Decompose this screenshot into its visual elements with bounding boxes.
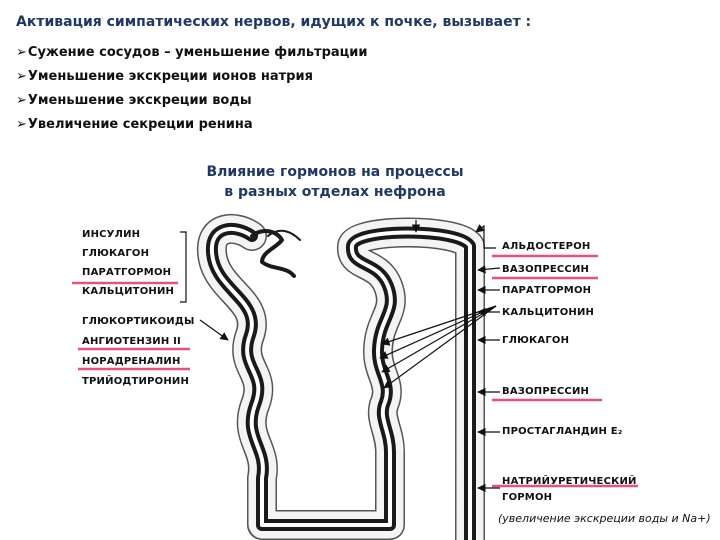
label-triiodtironin: ТРИЙОДТИРОНИН [82,376,190,387]
slide-title: Активация симпатических нервов, идущих к… [16,14,532,30]
label-natriuretic-2: ГОРМОН [502,492,553,503]
tubule-lumen [209,227,472,540]
label-natriuretic-1: НАТРИЙУРЕТИЧЕСКИЙ [502,476,637,487]
bullet-text: Уменьшение экскреции ионов натрия [27,68,313,84]
figure-title-line-2: в разных отделах нефрона [224,184,446,200]
arrow-fan-1 [381,305,497,346]
bullet-item: ➢Сужение сосудов – уменьшение фильтрации [16,40,368,64]
arrow-vazopressin-1 [477,265,501,274]
label-kalcitonin-right: КАЛЬЦИТОНИН [502,307,595,318]
label-noradrenalin: НОРАДРЕНАЛИН [82,356,181,367]
hormone-arrows [199,220,501,493]
label-angiotenzin: АНГИОТЕНЗИН II [82,336,181,347]
label-aldosteron: АЛЬДОСТЕРОН [502,241,591,252]
arrow-fan-2 [379,305,497,359]
arrow-aldosteron [475,224,496,249]
label-insulin: ИНСУЛИН [82,229,141,240]
label-glukokortikoidy: ГЛЮКОРТИКОИДЫ [82,316,195,327]
label-vazopressin-2: ВАЗОПРЕССИН [502,386,590,397]
figure-title-line-1: Влияние гормонов на процессы [206,164,464,180]
afferent-tail [267,229,301,241]
nephron-tubule [197,214,485,540]
bullet-item: ➢Уменьшение экскреции ионов натрия [16,64,368,88]
figure-title: Влияние гормонов на процессы в разных от… [200,162,470,202]
tubule-cell-fill [198,215,484,540]
label-paratgormon-right: ПАРАТГОРМОН [502,285,592,296]
label-prostaglandin: ПРОСТАГЛАНДИН E₂ [502,426,623,437]
bullet-text: Увеличение секреции ренина [27,116,253,132]
bullet-item: ➢Увеличение секреции ренина [16,112,368,136]
label-paratgormon-left: ПАРАТГОРМОН [82,267,172,278]
footnote: (увеличение экскреции воды и Na+) [498,512,711,525]
arrow-left-group [199,319,229,341]
bullet-text: Сужение сосудов – уменьшение фильтрации [27,44,368,60]
arrow-fan-3 [381,305,497,373]
bullet-list: ➢Сужение сосудов – уменьшение фильтрации… [16,40,368,136]
label-glukagon-right: ГЛЮКАГОН [502,335,570,346]
bullet-item: ➢Уменьшение экскреции воды [16,88,368,112]
highlight-underlines [72,254,638,488]
arrowhead-bullet-icon: ➢ [16,92,27,108]
arrowhead-bullet-icon: ➢ [16,44,27,60]
bullet-text: Уменьшение экскреции воды [27,92,252,108]
arrowhead-bullet-icon: ➢ [16,116,27,132]
bowman-capsule [250,229,296,278]
left-label-bracket [180,231,187,303]
arrow-fan-4 [383,305,497,389]
label-vazopressin-1: ВАЗОПРЕССИН [502,264,590,275]
arrowhead-bullet-icon: ➢ [16,68,27,84]
label-kalcitonin-left: КАЛЬЦИТОНИН [82,286,175,297]
label-glukagon-left: ГЛЮКАГОН [82,248,150,259]
